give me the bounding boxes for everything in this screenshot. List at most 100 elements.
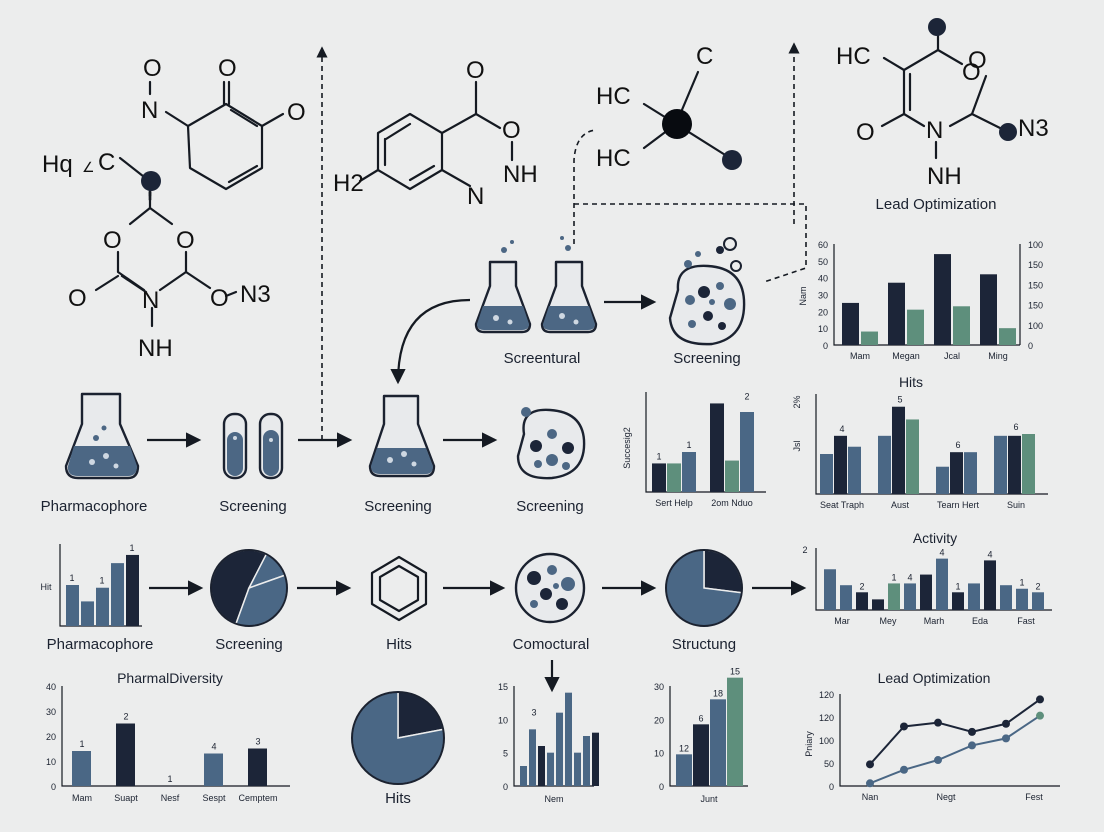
- bar: [740, 412, 754, 492]
- data-point: [1036, 695, 1044, 704]
- data-point: [866, 779, 874, 788]
- data-label: 3: [255, 737, 260, 747]
- bar: [116, 723, 135, 786]
- chart-title: Lead Optimization: [878, 670, 991, 686]
- pharmacophore-label: Pharmacophore: [41, 498, 148, 515]
- bar: [999, 328, 1016, 345]
- data-point: [1002, 734, 1010, 743]
- chart-title: Activity: [913, 530, 957, 546]
- pharmal-diversity-bar-chart: PharmalDiversity4030201001Mam2Suapt1Nesf…: [46, 670, 290, 803]
- bar: [824, 569, 836, 610]
- atom-nh: NH: [927, 163, 962, 190]
- x-tick: 2om Nduo: [711, 498, 753, 508]
- x-tick: Suapt: [114, 793, 138, 803]
- bar: [952, 592, 964, 610]
- bar: [980, 274, 997, 345]
- y-tick: 50: [818, 257, 828, 267]
- bar: [111, 563, 124, 626]
- y-axis-label: Jsl: [792, 441, 802, 452]
- bar: [72, 751, 91, 786]
- data-label: 2: [123, 712, 128, 722]
- data-label: 4: [839, 424, 844, 434]
- atom-node-icon: [141, 171, 161, 191]
- x-tick: Nan: [862, 792, 879, 802]
- y-tick: 60: [818, 240, 828, 250]
- data-label: 2: [744, 391, 749, 401]
- structung-label: Structung: [672, 636, 736, 653]
- bar: [842, 302, 859, 345]
- y-tick: 5: [503, 749, 508, 759]
- data-point: [968, 741, 976, 750]
- y2-tick: 150: [1028, 280, 1043, 290]
- atom-n: N: [142, 287, 159, 314]
- bar: [1016, 588, 1028, 610]
- bar: [907, 309, 924, 345]
- hits-pie-label: Hits: [385, 790, 411, 807]
- bar: [725, 460, 739, 492]
- bar: [652, 463, 666, 492]
- lead-optimization-label: Lead Optimization: [876, 196, 997, 213]
- hits-label: Hits: [386, 636, 412, 653]
- atom-n: N: [467, 183, 484, 210]
- bar: [682, 452, 696, 492]
- bar: [878, 435, 891, 494]
- y-axis-label: Nam: [798, 286, 808, 305]
- bar: [529, 729, 536, 786]
- atom-hc: HC: [596, 83, 631, 110]
- bar: [892, 406, 905, 494]
- y-tick: 40: [818, 274, 828, 284]
- x-tick: Ming: [988, 351, 1008, 361]
- y-tick: 20: [46, 732, 56, 742]
- pie-outline: [351, 691, 445, 785]
- x-tick: Fest: [1025, 792, 1043, 802]
- y-tick: 30: [654, 682, 664, 692]
- x-tick: Junt: [700, 794, 718, 804]
- data-label: 1: [955, 581, 960, 591]
- atom-hc: HC: [836, 43, 871, 70]
- chart-axis: [839, 694, 1060, 787]
- bar: [583, 736, 590, 786]
- chart-title: Hits: [899, 374, 923, 390]
- data-point: [900, 765, 908, 774]
- data-label: 4: [939, 548, 944, 558]
- bar: [936, 466, 949, 494]
- x-tick: Mey: [879, 616, 897, 626]
- carbon-node-icon: [662, 109, 692, 139]
- bar: [904, 583, 916, 610]
- bar: [574, 752, 581, 786]
- x-tick: Eda: [972, 616, 988, 626]
- bar: [856, 592, 868, 610]
- atom-node-icon: [722, 150, 742, 170]
- atom-o: O: [466, 57, 485, 84]
- data-label: 6: [698, 713, 703, 723]
- data-label: 1: [129, 543, 134, 553]
- y-tick: 30: [818, 291, 828, 301]
- x-tick: Mam: [850, 351, 870, 361]
- atom-c: C: [696, 43, 713, 70]
- atom-o: O: [68, 285, 87, 312]
- atom-node-icon: [928, 18, 946, 36]
- data-label: 1: [99, 576, 104, 586]
- y-tick: 0: [829, 782, 834, 792]
- data-point: [934, 718, 942, 727]
- data-label: 6: [955, 440, 960, 450]
- x-tick: Megan: [892, 351, 920, 361]
- x-tick: Suin: [1007, 500, 1025, 510]
- y-tick: 10: [654, 749, 664, 759]
- screening-label: Screening: [673, 350, 741, 367]
- x-tick: Mam: [72, 793, 92, 803]
- y-tick: 2: [802, 545, 807, 555]
- bar: [848, 446, 861, 494]
- y-tick: 15: [498, 682, 508, 692]
- atom-hq: Hq: [42, 151, 73, 178]
- pie-outline: [665, 549, 743, 627]
- data-label: 1: [79, 739, 84, 749]
- data-point: [900, 722, 908, 731]
- bar: [872, 599, 884, 610]
- atom-n3: N3: [1018, 115, 1049, 142]
- y2-tick: 150: [1028, 301, 1043, 311]
- screening-pie: [210, 549, 288, 627]
